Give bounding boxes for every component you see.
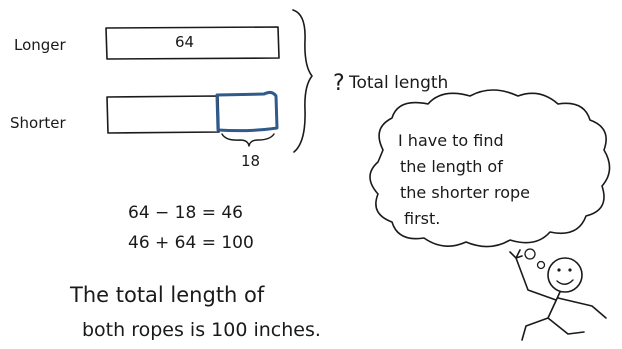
shorter-label: Shorter bbox=[10, 114, 66, 132]
thought-line1: I have to find bbox=[398, 131, 504, 150]
answer-line2: both ropes is 100 inches. bbox=[82, 319, 321, 341]
difference-brace bbox=[221, 133, 275, 147]
total-label: Total length bbox=[348, 73, 448, 93]
longer-value: 64 bbox=[175, 33, 194, 51]
longer-label: Longer bbox=[14, 36, 67, 54]
thought-bubbles bbox=[524, 248, 546, 270]
answer-line1: The total length of bbox=[69, 283, 265, 307]
shorter-bar bbox=[106, 95, 220, 134]
thought-line3: the shorter rope bbox=[400, 183, 530, 202]
thought-line4: first. bbox=[404, 209, 440, 228]
stick-figure-icon bbox=[509, 249, 607, 341]
difference-value: 18 bbox=[241, 152, 260, 170]
thought-cloud bbox=[369, 89, 611, 248]
total-brace bbox=[292, 9, 313, 153]
thought-line2: the length of bbox=[400, 157, 503, 176]
longer-bar bbox=[105, 26, 280, 60]
equation-step1: 64 − 18 = 46 bbox=[128, 203, 243, 223]
difference-segment bbox=[215, 90, 279, 133]
equation-step2: 46 + 64 = 100 bbox=[128, 233, 254, 253]
question-mark: ? bbox=[333, 71, 345, 96]
